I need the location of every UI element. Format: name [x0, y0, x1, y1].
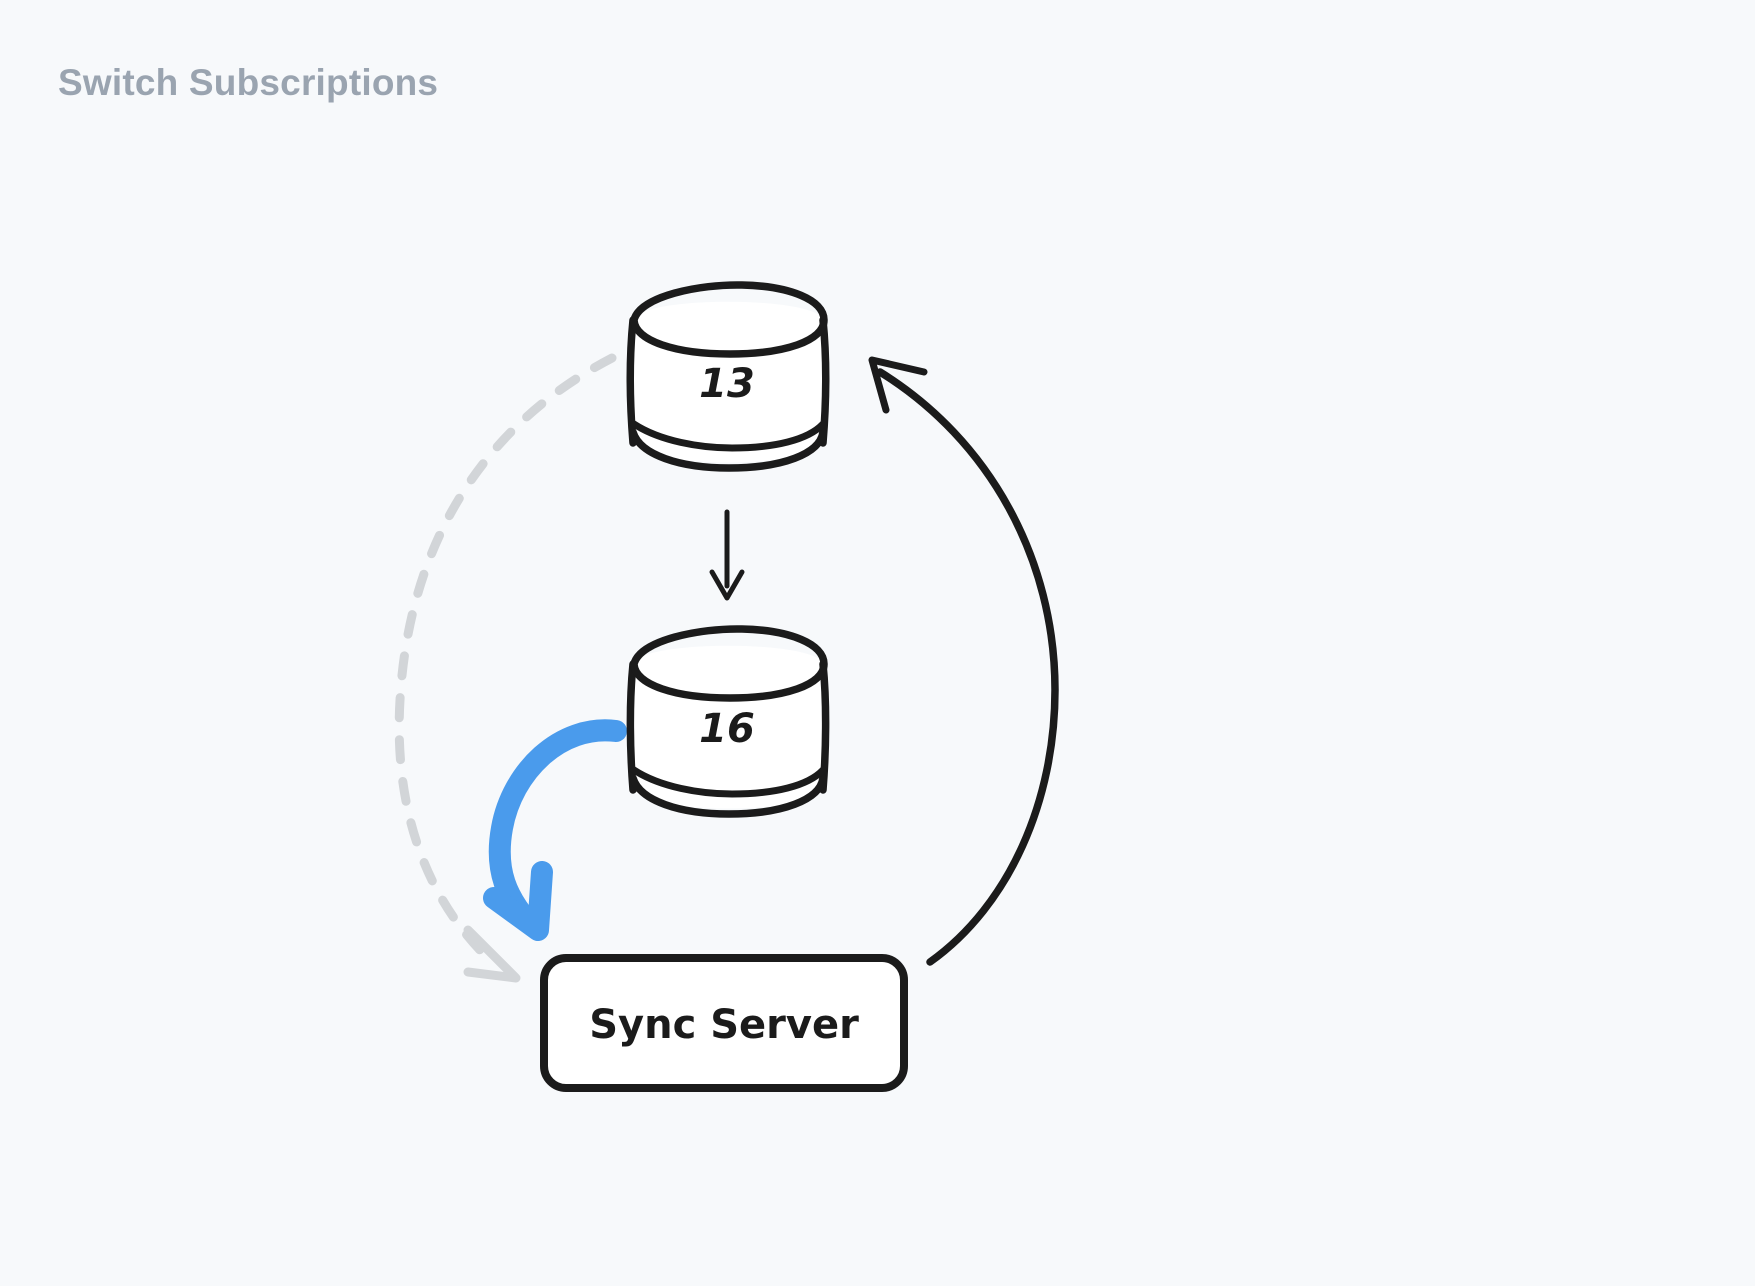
sync-server-box[interactable] — [540, 954, 908, 1092]
database-node-13[interactable]: 13 — [626, 281, 830, 472]
page-title: Switch Subscriptions — [58, 62, 439, 103]
edge-sync-to-db13 — [868, 356, 1059, 966]
database-16-label: 16 — [699, 706, 755, 752]
database-node-16[interactable]: 16 — [626, 625, 830, 818]
sync-server-node[interactable]: Sync Server — [540, 954, 908, 1092]
sync-server-label: Sync Server — [589, 1002, 859, 1048]
edge-db13-to-db16 — [709, 509, 745, 601]
database-13-label: 13 — [699, 361, 755, 407]
edge-dashed-db13-to-sync — [394, 353, 617, 983]
edge-db16-to-sync — [483, 719, 627, 941]
